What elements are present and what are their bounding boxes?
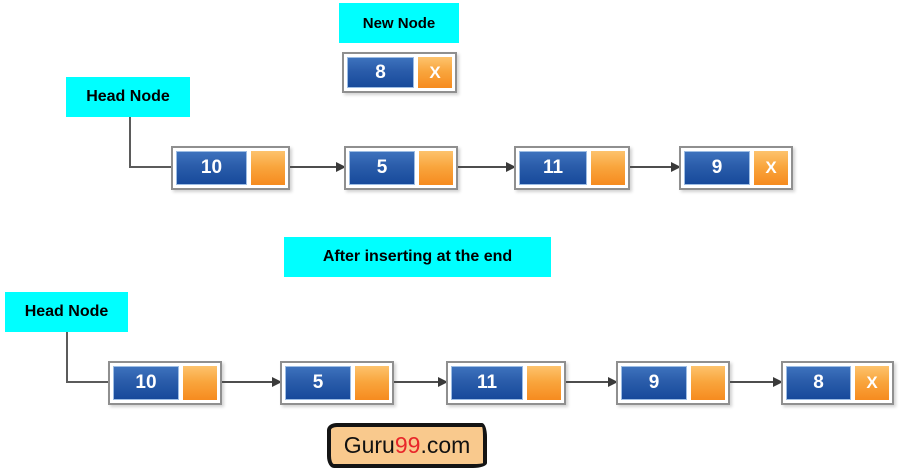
arrow-after-1 <box>222 377 282 387</box>
node-value: 11 <box>519 151 587 185</box>
arrow-after-3 <box>566 377 618 387</box>
arrow-before-2 <box>458 162 516 172</box>
node-pointer: X <box>855 366 889 400</box>
node-pointer <box>691 366 725 400</box>
logo-text-number: 99 <box>394 432 421 458</box>
node-before-11: 11 <box>514 146 630 190</box>
node-pointer <box>591 151 625 185</box>
node-pointer <box>183 366 217 400</box>
node-before-10: 10 <box>171 146 290 190</box>
arrow-before-3 <box>630 162 681 172</box>
node-pointer: X <box>754 151 788 185</box>
head-node-label-top: Head Node <box>66 77 190 117</box>
node-after-11: 11 <box>446 361 566 405</box>
new-node-label: New Node <box>339 3 459 43</box>
node-after-9: 9 <box>616 361 730 405</box>
node-value: 5 <box>349 151 415 185</box>
head-connector-top-vertical <box>129 117 131 168</box>
node-value: 9 <box>621 366 687 400</box>
logo-text-suffix: .com <box>420 432 471 458</box>
new-node: 8 X <box>342 52 457 93</box>
node-value: 9 <box>684 151 750 185</box>
node-value: 10 <box>176 151 247 185</box>
node-pointer <box>355 366 389 400</box>
arrow-after-2 <box>394 377 448 387</box>
head-connector-top-horizontal <box>129 166 174 168</box>
new-node-value: 8 <box>347 57 414 88</box>
head-connector-bottom-vertical <box>66 332 68 383</box>
logo-text-prefix: Guru <box>343 432 395 458</box>
node-value: 10 <box>113 366 179 400</box>
node-after-5: 5 <box>280 361 394 405</box>
arrow-after-4 <box>730 377 783 387</box>
head-node-label-bottom: Head Node <box>5 292 128 332</box>
arrow-before-1 <box>290 162 346 172</box>
node-pointer <box>251 151 285 185</box>
node-after-10: 10 <box>108 361 222 405</box>
head-connector-bottom-horizontal <box>66 381 108 383</box>
node-pointer <box>419 151 453 185</box>
node-value: 8 <box>786 366 851 400</box>
node-pointer <box>527 366 561 400</box>
node-value: 11 <box>451 366 523 400</box>
new-node-pointer: X <box>418 57 452 88</box>
node-value: 5 <box>285 366 351 400</box>
node-after-8: 8 X <box>781 361 894 405</box>
after-inserting-label: After inserting at the end <box>284 237 551 277</box>
node-before-9: 9 X <box>679 146 793 190</box>
node-before-5: 5 <box>344 146 458 190</box>
